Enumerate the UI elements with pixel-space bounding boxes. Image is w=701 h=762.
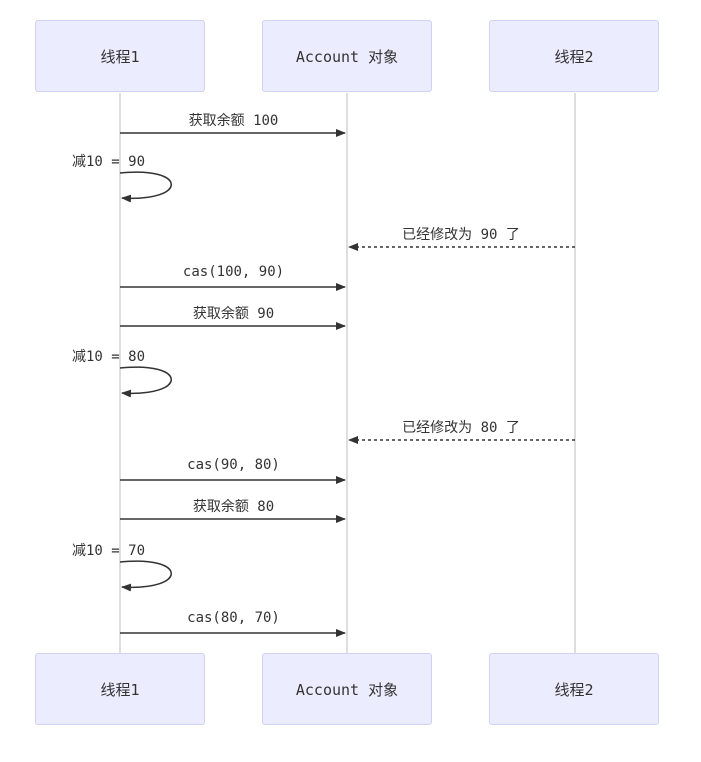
message-label: 已经修改为 90 了: [402, 227, 520, 243]
message-label: cas(90, 80): [187, 457, 280, 473]
actor-thread2-top: 线程2: [489, 20, 659, 92]
message-label: 获取余额 90: [192, 306, 275, 322]
message-label: 获取余额 80: [192, 499, 275, 515]
message-label: 已经修改为 80 了: [402, 420, 520, 436]
self-message-label: 减10 = 70: [72, 543, 146, 559]
actor-thread1-top: 线程1: [35, 20, 205, 92]
actor-thread2-bottom: 线程2: [489, 653, 659, 725]
actor-account-top: Account 对象: [262, 20, 432, 92]
self-arrow-1: [119, 171, 172, 203]
self-arrow-5: [119, 366, 172, 398]
message-label: cas(80, 70): [187, 610, 280, 626]
actor-account-bottom: Account 对象: [262, 653, 432, 725]
message-label: cas(100, 90): [182, 264, 285, 280]
actor-thread1-bottom: 线程1: [35, 653, 205, 725]
self-message-label: 减10 = 90: [72, 154, 146, 170]
message-label: 获取余额 100: [188, 113, 279, 129]
self-message-label: 减10 = 80: [72, 349, 146, 365]
self-arrow-9: [119, 560, 172, 592]
